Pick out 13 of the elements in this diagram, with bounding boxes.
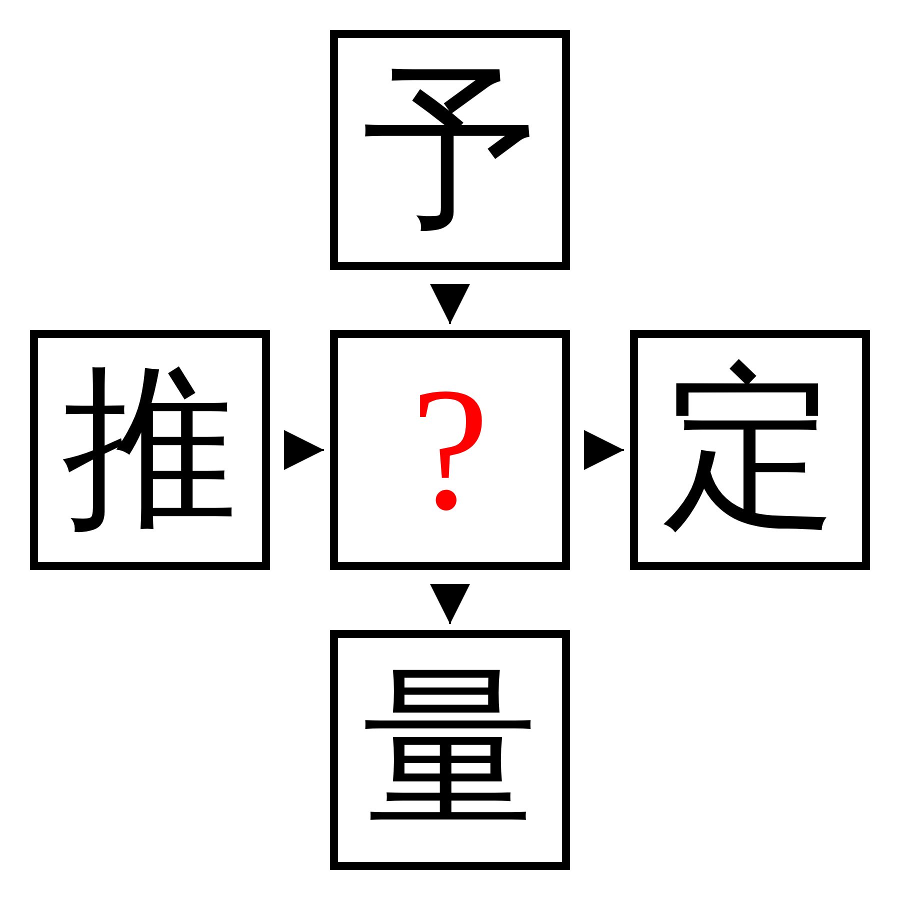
character-box [630, 330, 870, 570]
character-box [330, 630, 570, 870]
character: 推 [62, 362, 238, 538]
character: 量 [362, 662, 538, 838]
character-box [330, 330, 570, 570]
question-mark: ? [410, 362, 490, 538]
arrow [430, 284, 470, 324]
arrow [584, 430, 624, 470]
character: 予 [362, 62, 538, 238]
arrow [284, 430, 324, 470]
arrow [430, 584, 470, 624]
character-box [330, 30, 570, 270]
character-box [30, 330, 270, 570]
